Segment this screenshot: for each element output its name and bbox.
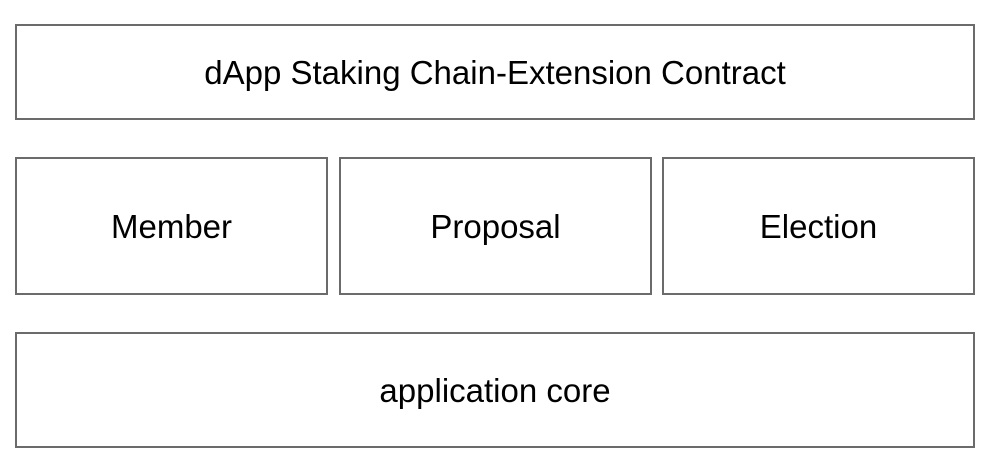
member-module-box: Member bbox=[15, 157, 328, 295]
member-module-label: Member bbox=[110, 207, 233, 245]
proposal-module-box: Proposal bbox=[339, 157, 652, 295]
election-module-label: Election bbox=[759, 207, 878, 245]
application-core-box: application core bbox=[15, 332, 975, 448]
proposal-module-label: Proposal bbox=[430, 207, 561, 245]
contract-layer-label: dApp Staking Chain-Extension Contract bbox=[204, 53, 786, 91]
application-core-label: application core bbox=[379, 371, 611, 409]
election-module-box: Election bbox=[662, 157, 975, 295]
contract-layer-box: dApp Staking Chain-Extension Contract bbox=[15, 24, 975, 120]
